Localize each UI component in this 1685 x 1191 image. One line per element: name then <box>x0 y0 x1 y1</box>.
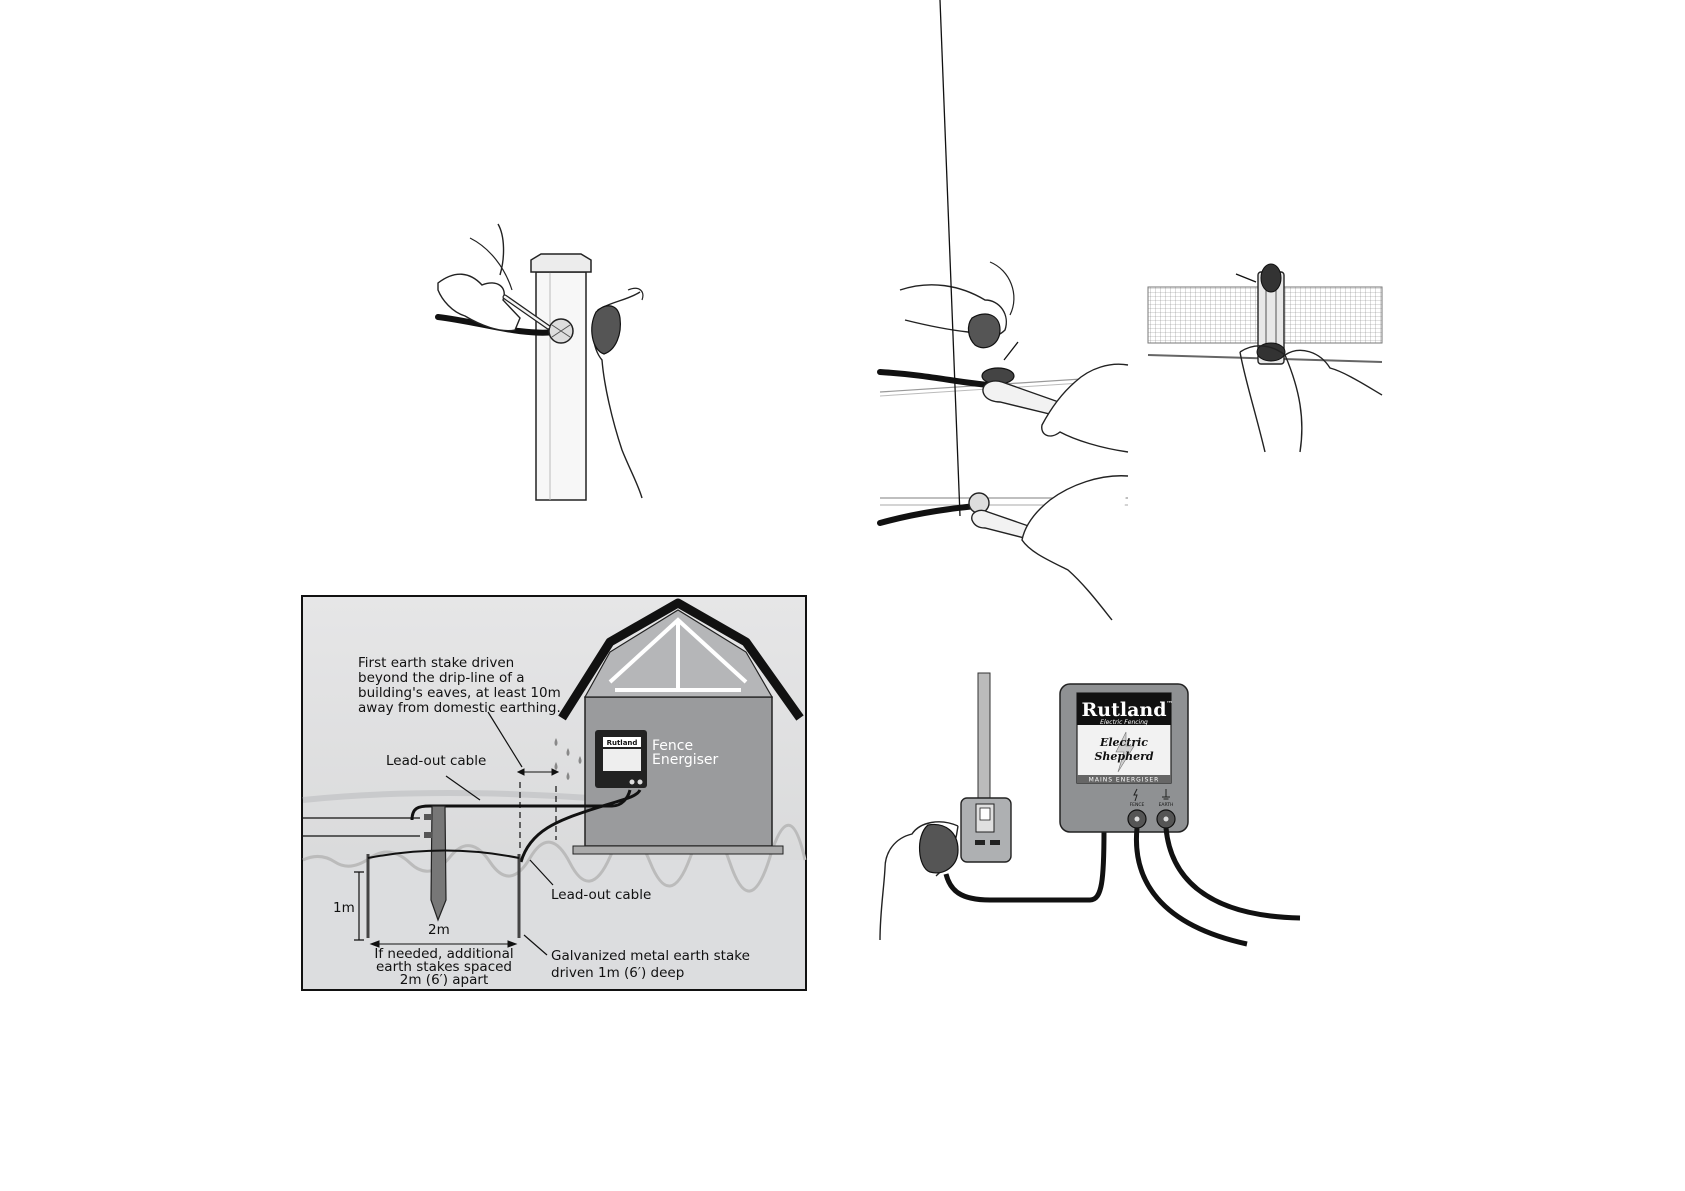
product-line-2: Shepherd <box>1094 750 1153 763</box>
trademark: ™ <box>1166 700 1173 708</box>
additional-stakes-1: If needed, additional <box>374 946 513 962</box>
model-strip <box>1077 775 1171 783</box>
tape-clamp-illustration <box>1147 263 1383 453</box>
earthing-diagram: Rutland Fence Energiser <box>301 595 807 991</box>
galvanized-stake-2: driven 1m (6′) deep <box>551 965 684 981</box>
lead-out-cable <box>877 369 993 388</box>
dim-height <box>354 871 364 941</box>
fence-post <box>430 805 447 922</box>
terminal-fence-label: FENCE <box>1130 802 1145 808</box>
lead-out-cable-label-top: Lead-out cable <box>386 753 486 769</box>
barn-base <box>572 845 784 855</box>
fence-post <box>535 271 587 501</box>
brand-bar <box>1077 693 1171 725</box>
ground <box>303 860 805 989</box>
drip-line-drops <box>554 738 582 780</box>
right-hand-grip <box>591 305 621 355</box>
lead-out-cable-to-earth <box>519 789 642 863</box>
first-stake-callout-4: away from domestic earthing. <box>358 700 561 716</box>
barn-roof <box>558 598 804 721</box>
left-hand <box>437 273 521 332</box>
brand-name: Rutland <box>1081 699 1166 721</box>
model-strip-label: MAINS ENERGISER <box>1089 777 1160 784</box>
mains-connection-illustration: Rutland ™ Electric Fencing Electric Shep… <box>879 672 1301 947</box>
galvanized-stake-1: Galvanized metal earth stake <box>551 948 750 964</box>
fence-energiser-label-1: Fence <box>652 738 693 754</box>
fence-output-cable <box>1133 827 1248 947</box>
first-stake-callout-1: First earth stake driven <box>358 655 514 671</box>
additional-stakes-3: 2m (6′) apart <box>400 972 488 988</box>
post-insulator-illustration <box>435 223 644 501</box>
hand <box>1239 345 1383 453</box>
spanner-connector-illustration <box>877 261 1129 453</box>
dim-height-label: 1m <box>333 900 355 916</box>
product-line-1: Electric <box>1099 736 1148 749</box>
bottom-wing-nut <box>1256 342 1286 362</box>
post-cap <box>530 253 592 273</box>
grass-line <box>302 823 807 893</box>
wall-energiser-brand: Rutland <box>607 739 638 747</box>
fence-terminal-bolt-icon <box>1133 788 1138 802</box>
top-wing-nut <box>1260 263 1282 293</box>
brand-subtitle: Electric Fencing <box>1100 719 1148 726</box>
screwdriver-tip <box>503 295 550 329</box>
first-stake-callout-3: building's eaves, at least 10m <box>358 685 561 701</box>
earth-terminal-icon <box>1162 789 1170 800</box>
wire-joint-illustration <box>877 0 1129 621</box>
upper-hand-grip <box>967 313 1001 349</box>
lead-out-cable <box>877 502 988 526</box>
lower-hand <box>1041 363 1129 453</box>
terminal-earth-label: EARTH <box>1159 802 1174 808</box>
additional-stakes-2: earth stakes spaced <box>376 959 512 975</box>
earth-output-cable <box>1163 827 1301 921</box>
lightning-bolt-icon <box>1115 731 1135 773</box>
lead-out-cable-label-bottom: Lead-out cable <box>551 887 651 903</box>
fence-energiser-label-2: Energiser <box>652 752 719 768</box>
first-stake-callout-2: beyond the drip-line of a <box>358 670 525 686</box>
hand <box>1021 475 1129 621</box>
dim-spacing <box>369 940 518 948</box>
mains-cable <box>943 829 1107 903</box>
plug <box>919 823 959 874</box>
buried-earth-wire <box>367 849 520 859</box>
dim-spacing-label: 2m <box>428 922 450 938</box>
